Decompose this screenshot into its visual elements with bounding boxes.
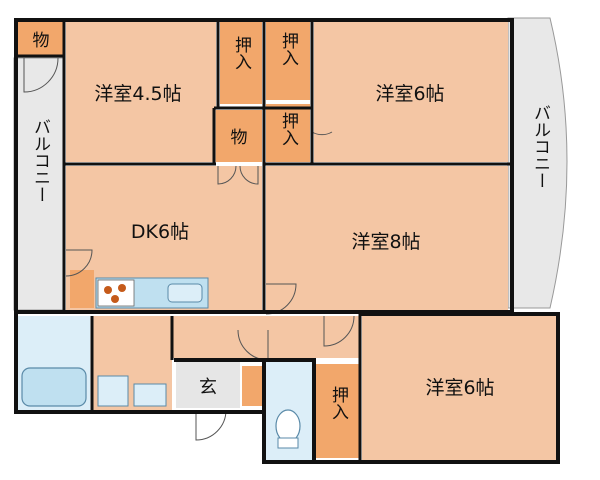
balcony-label-right: バルコニー <box>530 104 550 189</box>
oshiire-label: 押入 <box>328 386 349 420</box>
door-swing <box>23 57 59 93</box>
storage-top-left <box>18 22 64 56</box>
oshiire-label: 押入 <box>278 32 299 66</box>
toilet <box>275 409 301 443</box>
entrance-shoebox <box>242 366 262 406</box>
room-label-western-6-bottom: 洋室6帖 <box>425 377 494 399</box>
storage-label: 物 <box>231 128 248 148</box>
room-label-dk: DK6帖 <box>131 221 189 243</box>
balcony-left <box>13 57 65 311</box>
oshiire-middle-2 <box>266 104 310 162</box>
dk-cupboard <box>70 270 94 308</box>
wall-lower-left <box>14 312 264 414</box>
room-western-45-floor <box>66 22 216 162</box>
wall-toilet <box>264 358 316 462</box>
door-swing <box>195 409 227 441</box>
oshiire-label: 押入 <box>231 36 252 70</box>
bathtub <box>21 367 87 407</box>
oshiire-bottom <box>316 364 360 458</box>
wash-basin <box>133 383 167 407</box>
washing-machine <box>97 375 129 407</box>
stove-burner <box>118 284 126 292</box>
door-swing <box>65 249 93 277</box>
storage-middle <box>216 110 262 162</box>
oshiire-label: 押入 <box>278 112 299 146</box>
kitchen-sink <box>167 283 203 303</box>
storage-label: 物 <box>33 31 50 51</box>
door-swing <box>323 315 355 347</box>
room-western-6-bottom-floor <box>362 316 556 460</box>
stove-burner <box>104 286 112 294</box>
balcony-label-left: バルコニー <box>30 118 50 203</box>
door-swing <box>217 165 237 185</box>
stove-burner <box>111 295 119 303</box>
oshiire-top-middle-2 <box>266 22 310 100</box>
entrance-floor <box>176 362 240 408</box>
room-label-western-8: 洋室8帖 <box>351 231 420 253</box>
room-label-entrance: 玄 <box>199 377 217 398</box>
door-swing <box>239 165 259 185</box>
oshiire-top-middle-1 <box>220 22 262 104</box>
wall-lower-right <box>262 312 560 464</box>
balcony-right <box>507 17 568 309</box>
room-label-western-45: 洋室4.5帖 <box>94 83 181 105</box>
room-western-6-top-floor <box>314 22 508 162</box>
room-western-8-floor <box>266 166 508 310</box>
hallway-floor <box>92 316 360 358</box>
room-label-western-6-top: 洋室6帖 <box>375 83 444 105</box>
toilet-tank <box>277 437 299 449</box>
